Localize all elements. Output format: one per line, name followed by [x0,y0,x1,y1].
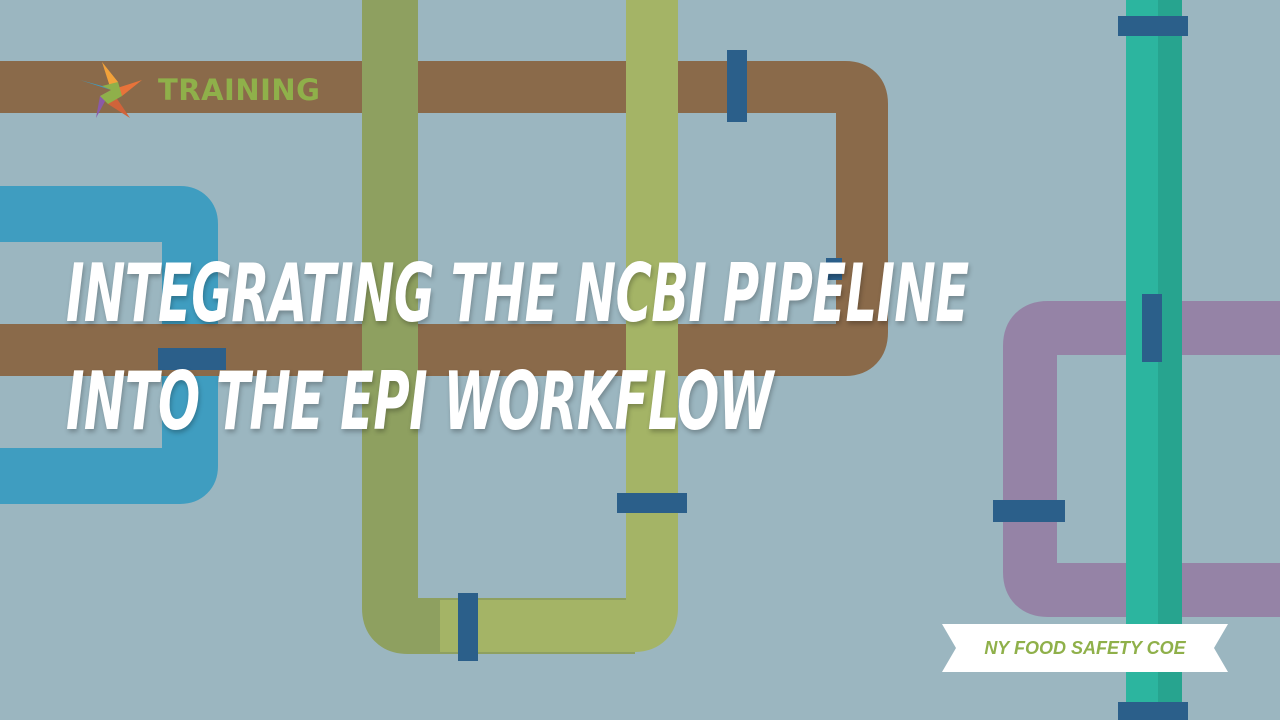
brand: TRAINING [78,60,320,120]
pipe-clamp [458,593,478,661]
pipe-clamp [727,50,747,122]
olive-pipe [362,0,635,654]
brand-label: TRAINING [158,73,321,107]
organization-ribbon: NY FOOD SAFETY COE [942,624,1228,672]
pipe-clamp [1118,702,1188,720]
pipe-clamp [617,493,687,513]
pipe-clamp [1118,16,1188,36]
pipe-clamp [993,500,1065,522]
title-line-2: INTO THE EPI WORKFLOW [66,355,773,448]
pipe-clamp [158,348,226,370]
video-title: INTEGRATING THE NCBI PIPELINE INTO THE E… [66,240,969,456]
ribbon-banner-shape [942,624,1228,672]
pipe-clamp [1142,294,1162,362]
purple-pipe [1003,301,1280,617]
lime-pipe [440,0,678,652]
brown-pipe [0,61,888,376]
pipe-clamp [826,258,842,280]
ribbon-label: NY FOOD SAFETY COE [984,637,1186,658]
star-logo-icon [80,62,142,118]
title-line-1: INTEGRATING THE NCBI PIPELINE [66,247,969,340]
